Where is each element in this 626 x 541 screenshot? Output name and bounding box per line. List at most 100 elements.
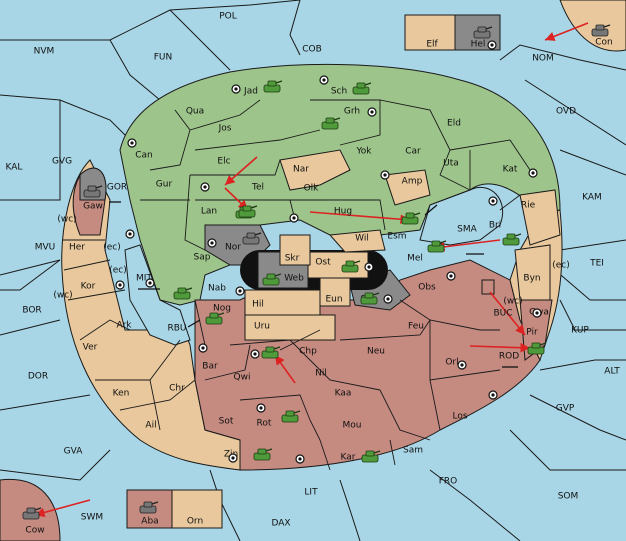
province-label-lan: Lan	[201, 207, 217, 217]
province-label-grh: Grh	[344, 107, 360, 117]
province-label-rot: Rot	[257, 419, 272, 429]
supply-center-icon	[250, 349, 260, 359]
strait-label-rod: ROD	[499, 352, 519, 362]
province-skr[interactable]	[279, 234, 311, 266]
supply-center-icon	[383, 294, 393, 304]
province-label-eun: Eun	[325, 295, 342, 305]
sea-label-dor: DOR	[28, 372, 48, 382]
province-label-nil: Nil	[315, 369, 327, 379]
supply-center-icon	[487, 40, 497, 50]
province-label-uta: Uta	[443, 159, 459, 169]
province-label-nog: Nog	[213, 304, 231, 314]
province-label-elf: Elf	[426, 40, 438, 50]
province-label-qua: Qua	[186, 107, 204, 117]
province-label-esm: Esm	[387, 232, 406, 242]
sea-label-fun: FUN	[154, 53, 173, 63]
province-label-sot: Sot	[219, 417, 234, 427]
sea-label-alt: ALT	[604, 367, 620, 377]
province-label-orn: Orn	[187, 517, 203, 527]
province-label-mou: Mou	[343, 421, 362, 431]
supply-center-icon	[200, 182, 210, 192]
province-label-chp: Chp	[299, 347, 317, 357]
supply-center-icon	[228, 453, 238, 463]
province-label-yok: Yok	[355, 147, 372, 157]
sea-label-som: SOM	[558, 492, 579, 502]
province-eun[interactable]	[319, 277, 351, 307]
province-label-byn: Byn	[523, 274, 540, 284]
supply-center-icon	[115, 280, 125, 290]
coast-tag-5: (wc)	[503, 297, 522, 307]
province-label-skr: Skr	[285, 254, 300, 264]
sea-label-gvg: GVG	[52, 157, 72, 167]
province-label-kaa: Kaa	[335, 389, 352, 399]
province-label-sam: Sam	[403, 446, 423, 456]
province-label-neu: Neu	[367, 347, 385, 357]
province-label-ver: Ver	[83, 343, 98, 353]
province-label-kor: Kor	[81, 282, 96, 292]
province-label-bri: Bri	[489, 221, 501, 231]
province-label-los: Los	[452, 412, 467, 422]
province-label-nar: Nar	[293, 165, 309, 175]
sea-label-tei: TEI	[589, 259, 604, 269]
sea-label-fro: FRO	[439, 477, 458, 487]
sea-label-gva: GVA	[64, 447, 84, 457]
supply-center-icon	[235, 286, 245, 296]
province-label-feu: Feu	[408, 322, 424, 332]
supply-center-icon	[289, 213, 299, 223]
supply-center-icon	[145, 278, 155, 288]
province-label-orl: Orl	[445, 358, 458, 368]
sea-label-kal: KAL	[6, 163, 23, 173]
supply-center-icon	[488, 196, 498, 206]
sea-label-nvm: NVM	[34, 47, 55, 57]
strait-label-gor: GOR	[107, 183, 127, 193]
sea-label-mvu: MVU	[35, 243, 56, 253]
province-byn[interactable]	[514, 244, 551, 301]
province-label-amp: Amp	[402, 177, 423, 187]
supply-center-icon	[446, 271, 456, 281]
province-label-pir: Pir	[526, 328, 538, 338]
province-label-chr: Chr	[169, 384, 185, 394]
sea-label-dax: DAX	[271, 519, 290, 529]
province-label-hug: Hug	[334, 207, 352, 217]
province-label-jad: Jad	[243, 87, 258, 97]
province-borders	[62, 99, 531, 471]
order-arrows	[34, 22, 589, 518]
province-label-kar: Kar	[341, 453, 356, 463]
coast-tag-3: (wc)	[53, 291, 72, 301]
sea-label-ovd: OVD	[556, 107, 576, 117]
sea-label-cob: COB	[302, 45, 322, 55]
strait-label-rbu: RBU	[167, 324, 186, 334]
province-rie[interactable]	[519, 189, 561, 246]
supply-center-icon	[532, 308, 542, 318]
coast-tag-1: (ec)	[103, 243, 121, 253]
sea-label-gvp: GVP	[556, 404, 575, 414]
province-label-kat: Kat	[503, 165, 518, 175]
province-label-tel: Tel	[251, 183, 264, 193]
supply-center-icon	[364, 262, 374, 272]
province-ost[interactable]	[307, 251, 369, 279]
supply-center-icon	[207, 238, 217, 248]
province-label-uru: Uru	[254, 322, 270, 332]
supply-center-icon	[295, 454, 305, 464]
supply-center-icon	[125, 229, 135, 239]
province-label-jos: Jos	[218, 124, 232, 134]
province-orn[interactable]	[171, 489, 223, 529]
province-elf[interactable]	[404, 14, 456, 51]
province-label-hel: Hel	[471, 40, 486, 50]
inner-sea-sma	[419, 187, 504, 246]
province-label-qwi: Qwi	[234, 373, 251, 383]
province-wil[interactable]	[328, 229, 386, 253]
coast-tag-4: (ec)	[552, 261, 570, 271]
province-label-sch: Sch	[331, 87, 347, 97]
supply-center-icon	[198, 343, 208, 353]
province-label-mel: Mel	[407, 254, 423, 264]
strait-label-buc: BUC	[493, 309, 512, 319]
coast-tag-0: (wc)	[57, 215, 76, 225]
province-label-aba: Aba	[141, 517, 158, 527]
province-nar[interactable]	[279, 149, 351, 191]
strait-links	[109, 201, 518, 368]
province-label-ost: Ost	[315, 258, 331, 268]
province-label-gaw: Gaw	[83, 202, 103, 212]
province-amp[interactable]	[384, 169, 431, 206]
